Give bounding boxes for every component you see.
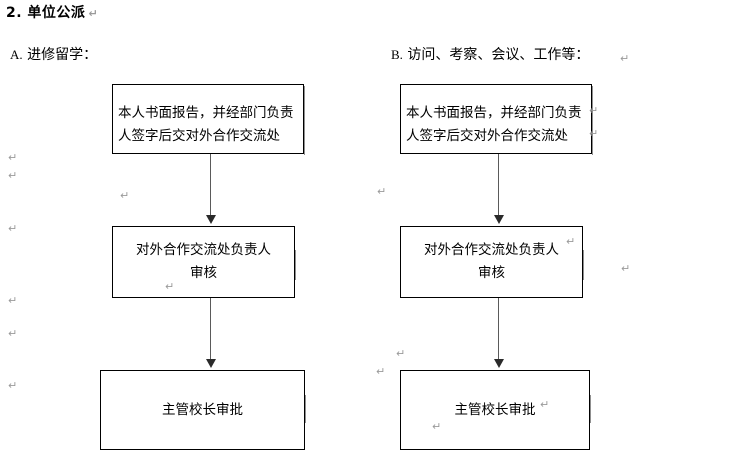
flow-box-b1-line1: 本人书面报告，并经部门负责: [406, 105, 582, 121]
pilcrow-mark: ↵: [589, 127, 599, 140]
section-a-heading: A. 进修留学：: [10, 44, 97, 64]
box-b3-edge-shadow: [590, 395, 591, 423]
flow-box-b2-line2: 审核: [478, 265, 505, 281]
pilcrow-mark: ↵: [376, 365, 386, 378]
connector-a2-a3-line: [210, 298, 211, 361]
page-title-text: 2. 单位公派: [6, 5, 86, 21]
flow-box-b1-line2: 人签字后交对外合作交流处: [406, 128, 568, 144]
flow-box-b2: 对外合作交流处负责人 审核: [400, 226, 583, 298]
connector-b1-b2-arrowhead: [494, 215, 504, 224]
flow-box-a1-line2: 人签字后交对外合作交流处: [118, 128, 280, 144]
flow-box-b3-line1: 主管校长审批: [454, 402, 536, 418]
pilcrow-mark: ↵: [8, 327, 18, 340]
connector-a1-a2-line: [210, 154, 211, 217]
pilcrow-mark: ↵: [8, 151, 18, 164]
connector-b1-b2-line: [498, 154, 499, 217]
flow-box-a3: 主管校长审批: [100, 370, 305, 450]
flow-box-a2-line2: 审核: [190, 265, 217, 281]
pilcrow-mark: ↵: [540, 398, 550, 411]
page-title: 2. 单位公派↵: [6, 2, 98, 22]
flow-box-a1: 本人书面报告，并经部门负责 人签字后交对外合作交流处: [112, 84, 304, 154]
flow-box-a1-line1: 本人书面报告，并经部门负责: [118, 105, 294, 121]
pilcrow-mark: ↵: [120, 189, 130, 202]
flow-box-b3: 主管校长审批: [400, 370, 590, 450]
pilcrow-mark: ↵: [8, 169, 18, 182]
box-a2-edge-shadow: [295, 250, 296, 280]
pilcrow-mark: ↵: [165, 280, 175, 293]
flow-box-a2-line1: 对外合作交流处负责人: [136, 242, 271, 258]
flow-box-b1: 本人书面报告，并经部门负责 人签字后交对外合作交流处: [400, 84, 592, 154]
pilcrow-mark: ↵: [620, 52, 630, 65]
connector-b2-b3-arrowhead: [494, 359, 504, 368]
pilcrow-mark: ↵: [621, 262, 631, 275]
pilcrow-mark: ↵: [8, 222, 18, 235]
section-a-label: 进修留学：: [27, 47, 98, 63]
pilcrow-mark: ↵: [377, 185, 387, 198]
flow-box-b2-line1: 对外合作交流处负责人: [424, 242, 559, 258]
flow-box-a3-line1: 主管校长审批: [162, 402, 243, 418]
pilcrow-mark: ↵: [8, 379, 18, 392]
pilcrow-mark: ↵: [566, 235, 576, 248]
section-b-heading: B. 访问、考察、会议、工作等：: [391, 44, 589, 64]
box-b1-edge-shadow: [592, 86, 593, 155]
pilcrow-mark: ↵: [589, 104, 599, 117]
section-a-marker: A.: [10, 47, 23, 62]
section-b-marker: B.: [391, 47, 403, 62]
pilcrow-mark: ↵: [396, 347, 406, 360]
pilcrow-mark: ↵: [432, 420, 442, 433]
connector-a2-a3-arrowhead: [206, 359, 216, 368]
section-b-label: 访问、考察、会议、工作等：: [407, 47, 590, 63]
box-a1-edge-shadow: [304, 86, 305, 155]
pilcrow-mark: ↵: [88, 7, 99, 20]
pilcrow-mark: ↵: [8, 294, 18, 307]
box-a3-edge-shadow: [305, 395, 306, 423]
connector-a1-a2-arrowhead: [206, 215, 216, 224]
box-b2-edge-shadow: [583, 250, 584, 280]
flow-box-a2: 对外合作交流处负责人 审核: [112, 226, 295, 298]
connector-b2-b3-line: [498, 298, 499, 361]
